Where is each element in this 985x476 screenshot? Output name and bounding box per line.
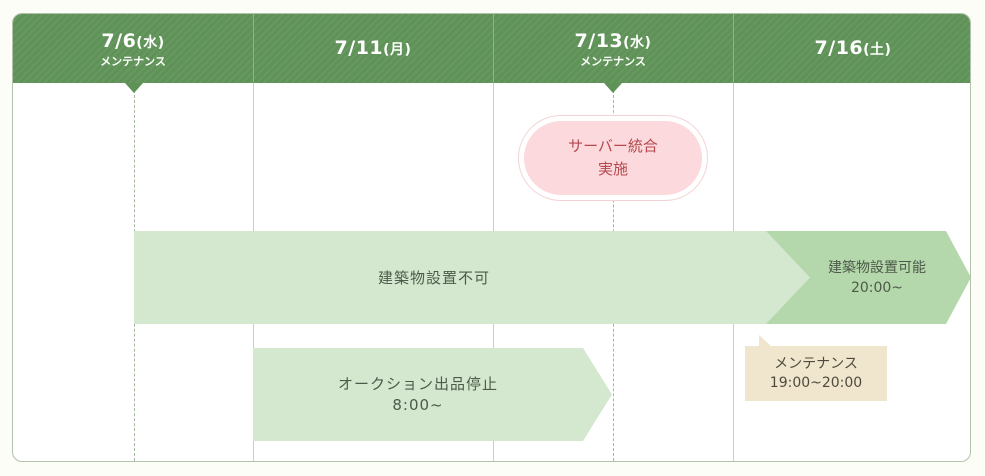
- date-label: 7/6(水): [101, 29, 165, 52]
- header-col-0706: 7/6(水) メンテナンス: [13, 14, 253, 83]
- auction-stop-line1: オークション出品停止: [337, 374, 498, 393]
- note-pointer-icon: [759, 335, 771, 346]
- header-col-0716: 7/16(土): [733, 14, 970, 83]
- auction-stop-line2: 8:00~: [392, 395, 444, 414]
- building-allowed-line1: 建築物設置可能: [828, 259, 926, 276]
- pointer-triangle-icon: [125, 83, 143, 93]
- server-merge-line2: 実施: [597, 160, 628, 178]
- no-building-label: 建築物設置不可: [377, 269, 490, 287]
- auction-stop-arrow: [253, 348, 612, 441]
- maintenance-note-line1: メンテナンス: [774, 355, 858, 372]
- building-allowed-line2: 20:00~: [850, 279, 904, 296]
- header-col-0713: 7/13(水) メンテナンス: [493, 14, 733, 83]
- server-merge-line1: サーバー統合: [568, 137, 658, 155]
- maintenance-note-line2: 19:00~20:00: [769, 374, 863, 391]
- no-building-arrow: [134, 231, 834, 324]
- timeline-header: 7/6(水) メンテナンス 7/11(月) 7/13(水) メンテナンス 7/1…: [13, 14, 970, 83]
- auction-stop-label: オークション出品停止 8:00~: [253, 348, 583, 441]
- schedule-board: 7/6(水) メンテナンス 7/11(月) 7/13(水) メンテナンス 7/1…: [12, 13, 971, 462]
- header-divider: [253, 14, 254, 83]
- header-divider: [733, 14, 734, 83]
- maintenance-sublabel: メンテナンス: [100, 54, 166, 68]
- date-label: 7/13(水): [574, 29, 652, 52]
- header-divider: [493, 14, 494, 83]
- date-label: 7/11(月): [334, 36, 412, 59]
- date-label: 7/16(土): [814, 36, 892, 59]
- building-allowed-label: 建築物設置可能 20:00~: [803, 231, 951, 324]
- header-col-0711: 7/11(月): [253, 14, 493, 83]
- server-merge-pill: サーバー統合 実施: [524, 121, 702, 195]
- maintenance-note: メンテナンス 19:00~20:00: [745, 346, 887, 401]
- maintenance-sublabel: メンテナンス: [580, 54, 646, 68]
- server-merge-badge: サーバー統合 実施: [518, 115, 708, 201]
- pointer-triangle-icon: [604, 83, 622, 93]
